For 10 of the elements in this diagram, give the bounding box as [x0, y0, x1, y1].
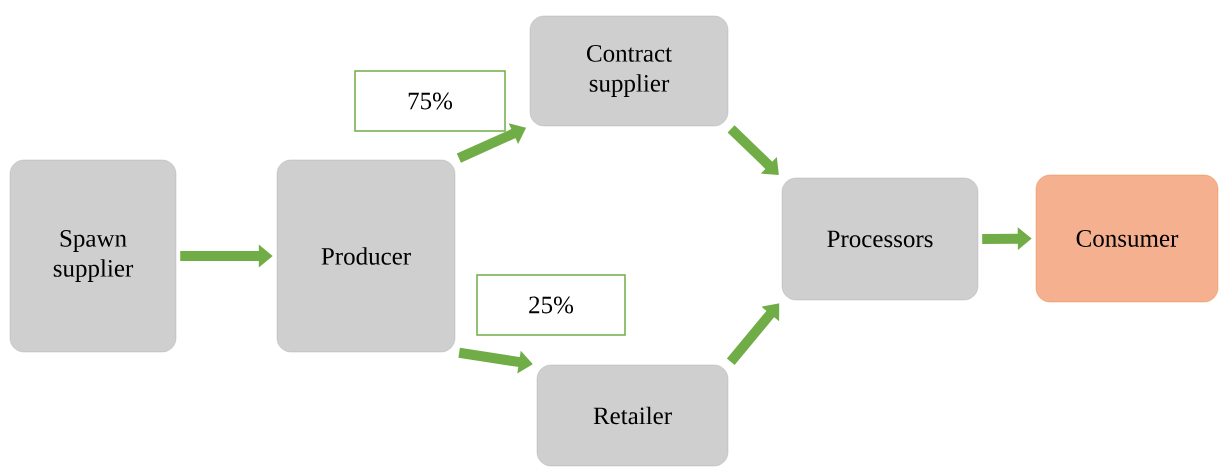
percentage-box: 25% — [476, 274, 626, 336]
arrow — [727, 125, 779, 175]
process-box: Retailer — [536, 364, 729, 467]
process-box: Consumer — [1035, 174, 1219, 303]
process-box: Contract supplier — [529, 15, 729, 127]
process-box: Processors — [781, 177, 979, 301]
arrow — [726, 303, 780, 365]
process-box: Producer — [276, 159, 456, 353]
percentage-box: 75% — [354, 70, 506, 132]
process-box: Spawn supplier — [9, 159, 177, 353]
